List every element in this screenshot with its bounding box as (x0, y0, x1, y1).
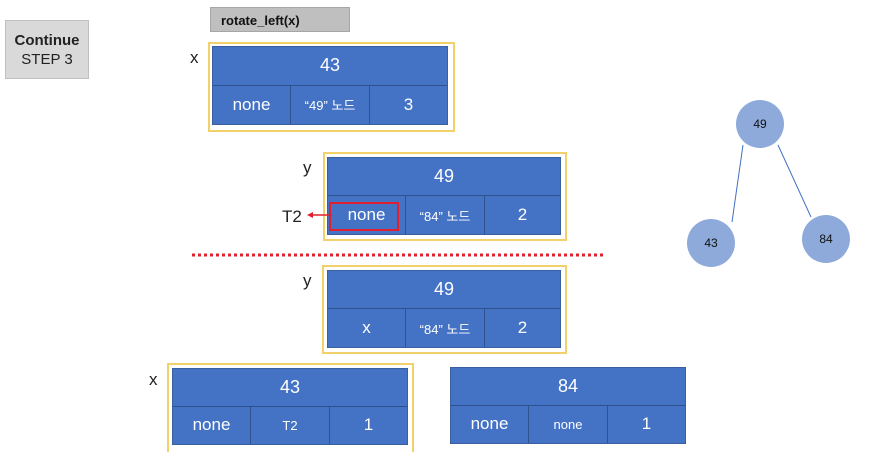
tree-edge-left (731, 144, 744, 223)
node-key: 43 (173, 369, 407, 407)
tree-node-right: 84 (802, 215, 850, 263)
function-label: rotate_left(x) (210, 7, 350, 32)
var-label-x-bottom: x (149, 370, 158, 389)
tree-edge-right (777, 144, 812, 218)
node-left-cell: none (328, 196, 406, 234)
var-label-x-top: x (190, 48, 199, 67)
continue-step-button[interactable]: Continue STEP 3 (5, 20, 89, 79)
node-right-cell: 1 (641, 414, 652, 434)
tree-node-left: 43 (687, 219, 735, 267)
node-84-bottom: 84 none none 1 (450, 367, 686, 444)
continue-label: Continue (14, 31, 80, 49)
x-top-frame (208, 42, 455, 132)
node-key: 43 (213, 47, 447, 86)
t2-arrow-icon (307, 212, 332, 218)
node-x-bottom: 43 none T2 1 (172, 368, 408, 445)
step-label: STEP 3 (21, 50, 73, 68)
node-middle-cell: “49” 노드 (291, 85, 370, 124)
node-left-cell: none (451, 405, 529, 443)
node-right-cell: 3 (403, 94, 414, 114)
node-middle-cell: “84” 노드 (406, 309, 485, 347)
node-y-bottom: 49 x “84” 노드 2 (327, 270, 561, 348)
var-label-y-bottom: y (303, 271, 312, 290)
node-right-cell: 2 (517, 318, 528, 337)
node-key: 84 (451, 368, 685, 406)
node-middle-cell: none (529, 405, 608, 443)
node-middle-cell: “84” 노드 (406, 196, 485, 234)
divider-dotted-line (192, 253, 606, 257)
tree-edges (731, 144, 812, 223)
node-left-cell: x (328, 309, 406, 347)
node-x-top: 43 none “49” 노드 3 (212, 46, 448, 125)
node-left-cell: none (173, 406, 251, 444)
t2-label: T2 (282, 207, 302, 226)
node-middle-cell: T2 (251, 406, 330, 444)
node-right-cell: 2 (517, 205, 528, 224)
y-mid-frame (323, 152, 567, 241)
node-right-cell: 1 (363, 415, 374, 435)
t2-highlight-box (329, 202, 399, 231)
tree-node-root: 49 (736, 100, 784, 148)
node-key: 49 (328, 271, 560, 309)
var-label-y-mid: y (303, 158, 312, 177)
node-left-cell: none (213, 85, 291, 124)
node-y-mid: 49 none “84” 노드 2 (327, 157, 561, 235)
x-bottom-frame (167, 363, 414, 452)
node-key: 49 (328, 158, 560, 196)
y-bottom-frame (322, 265, 567, 354)
